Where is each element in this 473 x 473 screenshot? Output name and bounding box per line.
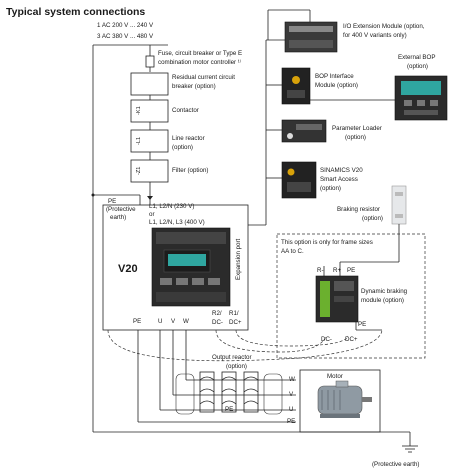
inverter-frame: [102, 204, 249, 331]
output-reactor-label-2: (option): [226, 363, 247, 370]
smart-access-image: [281, 161, 317, 199]
external-bop-label-2: (option): [407, 63, 428, 70]
fuse-label-1: Fuse, circuit breaker or Type E: [158, 50, 242, 57]
smart-access-label-1: SINAMICS V20: [320, 167, 363, 174]
terminal-r1: R1/: [229, 310, 239, 317]
contactor-label: Contactor: [172, 107, 199, 114]
smart-access-label-3: (option): [320, 185, 341, 192]
filter-label: Filter (option): [172, 167, 208, 174]
brake-module-label-2: module (option): [361, 297, 404, 304]
frame-note-1: This option is only for frame sizes: [281, 239, 373, 246]
frame-size-option-box: [276, 233, 426, 359]
terminal-w: W: [183, 318, 189, 325]
terminal-r2: R2/: [212, 310, 222, 317]
brake-module-r-minus: R-: [317, 267, 324, 274]
parameter-loader-label-2: (option): [345, 134, 366, 141]
pe-bottom-label: (Protective earth): [372, 461, 419, 468]
smart-access-label-2: Smart Access: [320, 176, 358, 183]
dynamic-braking-module-image: [315, 275, 359, 323]
contactor-tag: -K1: [136, 106, 142, 115]
io-module-label-1: I/O Extension Module (option,: [343, 23, 425, 30]
brake-module-pe: PE: [347, 267, 355, 274]
rcd-box: [130, 72, 169, 96]
inverter-input-label-1: L1, L2/N (230 V): [149, 203, 194, 210]
terminal-dc-minus: DC-: [212, 319, 223, 326]
inverter-input-or: or: [149, 211, 155, 218]
io-module-label-2: for 400 V variants only): [343, 32, 407, 39]
motor-frame: [299, 369, 381, 433]
supply-label-1ac: 1 AC 200 V ... 240 V: [97, 22, 154, 29]
output-reactor-pe: PE: [225, 406, 233, 413]
terminal-u: U: [158, 318, 162, 325]
line-reactor-tag: -L1: [136, 137, 142, 145]
cable-arrow: [147, 196, 153, 200]
line-reactor-box: [130, 129, 169, 153]
filter-box: [130, 159, 169, 183]
contactor-box: [130, 99, 169, 123]
rcd-label-1: Residual current circuit: [172, 74, 235, 81]
parameter-loader-image: [281, 119, 327, 143]
frame-note-2: AA to C.: [281, 248, 304, 255]
pe-link-dashed: [107, 329, 383, 362]
expansion-port-label: Expansion port: [235, 238, 242, 280]
fuse-label-2: combination motor controller ¹⁾: [158, 59, 242, 66]
brake-module-r-plus: R+: [333, 267, 341, 274]
rcd-label-2: breaker (option): [172, 83, 216, 90]
supply-label-3ac: 3 AC 380 V ... 480 V: [97, 33, 154, 40]
v20-inverter-image: [151, 227, 231, 307]
brake-module-pe-bottom: PE: [358, 321, 366, 328]
motor-terminal-pe: PE: [287, 418, 295, 425]
motor-terminal-v: V: [289, 391, 294, 398]
brake-module-dc-plus: DC+: [345, 336, 358, 343]
output-reactor-symbol: [199, 371, 259, 413]
terminal-v: V: [171, 318, 176, 325]
output-reactor-label-1: Output reactor: [212, 354, 252, 361]
pe-left-label-2: (Protective: [106, 206, 136, 213]
motor-terminal-u: U: [289, 406, 293, 413]
braking-resistor-label-2: (option): [362, 215, 383, 222]
dc-plus-link: [235, 329, 349, 347]
terminal-dc-plus: DC+: [229, 319, 242, 326]
motor-terminal-w: W: [289, 376, 295, 383]
inverter-input-label-2: L1, L2/N, L3 (400 V): [149, 219, 205, 226]
braking-resistor-label-1: Braking resistor: [337, 206, 380, 213]
pe-left-label-3: earth): [110, 214, 126, 221]
pe-left-label: PE: [108, 198, 116, 205]
external-bop-image: [394, 75, 448, 121]
line-reactor-label-1: Line reactor: [172, 135, 205, 142]
parameter-loader-label-1: Parameter Loader: [332, 125, 382, 132]
page-title: Typical system connections: [6, 6, 145, 18]
io-extension-module-image: [284, 21, 338, 53]
cable-screen-outlines: [175, 373, 283, 415]
motor-image: [317, 380, 372, 418]
bop-interface-module-image: [281, 67, 311, 105]
fuse-symbol: [145, 55, 155, 68]
motor-label: Motor: [327, 373, 343, 380]
expansion-bus: [248, 9, 311, 226]
braking-resistor-image: [391, 185, 407, 225]
brake-module-label-1: Dynamic braking: [361, 288, 408, 295]
terminal-pe: PE: [133, 318, 141, 325]
dc-minus-link: [215, 329, 327, 353]
earth-symbol: [402, 432, 418, 453]
inverter-name: V20: [118, 263, 138, 275]
bop-interface-label-2: Module (option): [315, 82, 358, 89]
external-bop-label-1: External BOP: [398, 54, 436, 61]
bop-interface-label-1: BOP Interface: [315, 73, 354, 80]
line-reactor-label-2: (option): [172, 144, 193, 151]
filter-tag: -Z1: [136, 167, 142, 175]
brake-module-dc-minus: DC-: [321, 336, 332, 343]
